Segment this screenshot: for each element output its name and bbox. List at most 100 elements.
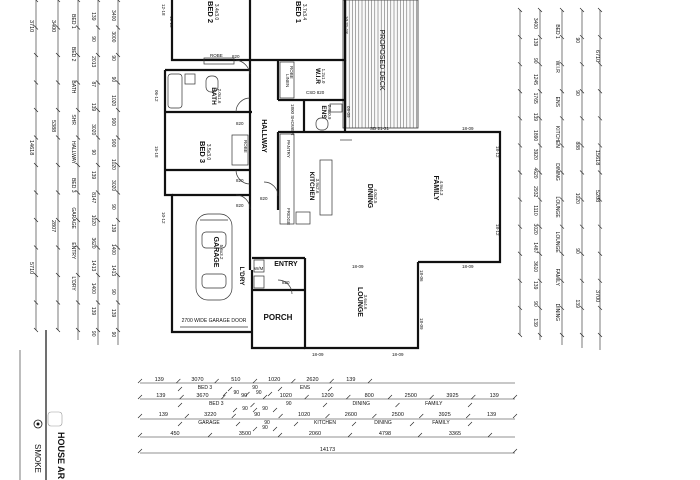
dim-left-label: BATH bbox=[70, 80, 76, 93]
label-csd: CSD 820 bbox=[306, 90, 325, 95]
dim-bottom: 3070 bbox=[191, 377, 203, 383]
dim-left: 2807 bbox=[50, 220, 56, 232]
dim-bottom: 1020 bbox=[268, 377, 280, 383]
dim-left: 1413 bbox=[110, 265, 116, 276]
dim-left: 139 bbox=[110, 309, 116, 318]
dim-bottom: 4798 bbox=[379, 431, 391, 437]
room-name-ens: ENS bbox=[320, 105, 327, 119]
dim-left: 3400 bbox=[110, 10, 116, 21]
room-name-ldry: L'DRY bbox=[238, 267, 245, 287]
dim-right: 1245 bbox=[532, 74, 538, 85]
dim-right: 139 bbox=[532, 38, 538, 47]
dim-right: 1890 bbox=[532, 130, 538, 141]
dim-left: 90 bbox=[90, 331, 96, 337]
dim-right-label: LOUNGE bbox=[554, 197, 560, 219]
dim-left-label: BED 3 bbox=[70, 178, 76, 193]
door-code: 820 bbox=[282, 280, 290, 285]
dim-left: 87 bbox=[90, 82, 96, 88]
dim-right: 2932 bbox=[532, 186, 538, 197]
room-name-family: FAMILY bbox=[432, 175, 439, 200]
dim-right: 139 bbox=[532, 113, 538, 122]
dim-right-label: ENS bbox=[554, 97, 560, 108]
dim-left-label: BED 1 bbox=[70, 14, 76, 29]
dim-right: 3700 bbox=[594, 290, 600, 302]
dim-bottom: 1020 bbox=[280, 393, 292, 399]
room-name-kitchen: KITCHEN bbox=[308, 172, 315, 201]
room-size-dining: 4.0x2.5 bbox=[373, 189, 378, 204]
dim-left: 139 bbox=[110, 224, 116, 233]
dim-right: 90 bbox=[574, 248, 580, 254]
dim-right-label: DINING bbox=[554, 304, 560, 322]
dim-bottom-label: FAMILY bbox=[425, 401, 443, 407]
room-name-bed1: BED 1 bbox=[294, 1, 303, 23]
dim-right-label: FAMILY bbox=[554, 269, 560, 287]
dim-bottom-label: BED 3 bbox=[198, 385, 213, 391]
dim-bottom: 2500 bbox=[392, 412, 404, 418]
dim-left: 3620 bbox=[90, 237, 96, 248]
dim-left: 900 bbox=[110, 139, 116, 148]
room-size-ens: 2.4x0.9 bbox=[327, 105, 332, 120]
room-name-wir: W.I.R bbox=[314, 68, 321, 84]
dim-right-label: DINING bbox=[554, 163, 560, 181]
dim-left: 1020 bbox=[90, 215, 96, 226]
smoke-label: SMOKE bbox=[33, 444, 42, 473]
dim-right: 3020 bbox=[532, 224, 538, 235]
door-code: 820 bbox=[260, 196, 268, 201]
window-code: 06-12 bbox=[154, 90, 159, 102]
room-size-kitchen: 3.9x2.6 bbox=[315, 179, 320, 194]
room-size-bed3: 3.5x3.0 bbox=[205, 144, 211, 161]
dim-bottom: 1020 bbox=[298, 412, 310, 418]
dim-right-label: KITCHEN bbox=[554, 126, 560, 148]
dim-left: 90 bbox=[110, 77, 116, 83]
door-code: 820 bbox=[236, 178, 244, 183]
dim-left-label: ENTRY bbox=[70, 242, 76, 260]
dim-right: 1487 bbox=[532, 242, 538, 253]
dim-right: 3610 bbox=[532, 261, 538, 272]
smoke-detector-icon bbox=[33, 419, 43, 429]
dim-left-label: SHR bbox=[70, 114, 76, 125]
window-code: 09-09 bbox=[346, 106, 351, 118]
fixture-labels: ROBE ROBE ROBE LINEN 1800 SHOWER CSD 820… bbox=[182, 53, 325, 324]
dim-left: 90 bbox=[110, 204, 116, 210]
dim-right: 3920 bbox=[532, 149, 538, 160]
door-code: 820 bbox=[232, 54, 240, 59]
dim-left-label: GARAGE bbox=[70, 207, 76, 229]
dim-right: 139 bbox=[574, 300, 580, 309]
dim-right: 90 bbox=[574, 38, 580, 44]
left-dimensions: 3710 14618 5710 3400 5388 2807 BED 1BED … bbox=[28, 0, 121, 345]
window-code: 10-12 bbox=[161, 212, 166, 224]
dim-bottom: 139 bbox=[156, 393, 165, 399]
dim-left: 8147 bbox=[90, 192, 96, 203]
window-code: 18-12 bbox=[495, 146, 500, 158]
room-name-deck: PROPOSED DECK bbox=[378, 29, 385, 90]
dim-left: 5388 bbox=[50, 120, 56, 132]
room-name-entry: ENTRY bbox=[274, 261, 298, 268]
window-code: 18-09 bbox=[462, 264, 474, 269]
dim-right: 1765 bbox=[532, 93, 538, 104]
dim-bottom: 139 bbox=[159, 412, 168, 418]
dim-bottom-label: 90 bbox=[286, 401, 292, 407]
dim-left: 3020 bbox=[90, 124, 96, 135]
door-code: 820 bbox=[236, 203, 244, 208]
room-size-bed2: 3.4x3.0 bbox=[213, 4, 219, 21]
room-size-garage: 5.6x3.2 bbox=[219, 245, 224, 260]
room-size-lounge: 3.6x4.6 bbox=[363, 295, 368, 310]
dim-bottom: 800 bbox=[365, 393, 374, 399]
dim-left: 90 bbox=[110, 55, 116, 61]
room-name-bath: BATH bbox=[210, 87, 217, 105]
dim-right: 888 bbox=[574, 142, 580, 151]
dim-bottom: 1200 bbox=[321, 393, 333, 399]
dim-left: 90 bbox=[90, 150, 96, 156]
window-code: 18-06 bbox=[419, 270, 424, 282]
dim-left: 3020 bbox=[110, 180, 116, 191]
dim-bottom: 90 bbox=[234, 390, 240, 396]
dim-right: 90 bbox=[532, 58, 538, 64]
window-code: 18-09 bbox=[312, 352, 324, 357]
dim-bottom-label: GARAGE bbox=[198, 420, 220, 426]
dim-left: 139 bbox=[90, 103, 96, 112]
label-wm: W/M bbox=[254, 266, 263, 271]
dim-left: 1400 bbox=[90, 283, 96, 294]
door-codes: 820 820 820 820 820 820 bbox=[232, 54, 290, 285]
fixtures bbox=[167, 57, 352, 328]
